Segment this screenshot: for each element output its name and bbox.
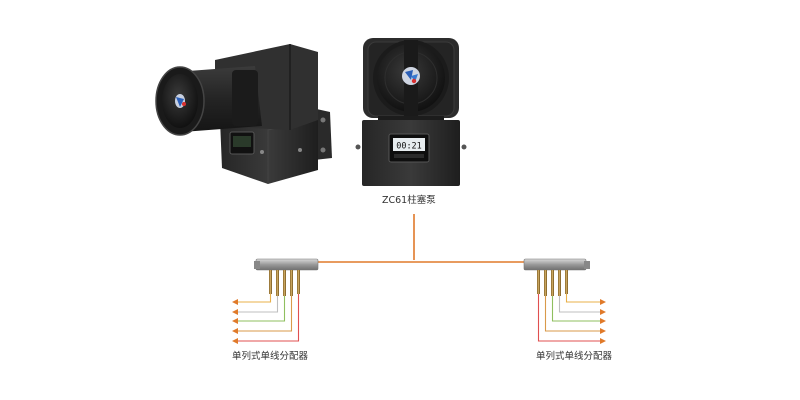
pump-side-view bbox=[155, 44, 332, 184]
pump-label: ZC61柱塞泵 bbox=[382, 195, 436, 206]
distributor-left bbox=[232, 258, 319, 344]
distributor-label-right: 单列式单线分配器 bbox=[536, 351, 613, 362]
distributor-label-left: 单列式单线分配器 bbox=[232, 351, 309, 362]
distributor-right bbox=[523, 258, 606, 344]
pump-display-readout: 00:21 bbox=[396, 142, 422, 152]
pump-front-view: 00:21 bbox=[355, 38, 467, 186]
main-supply-line bbox=[318, 214, 526, 263]
